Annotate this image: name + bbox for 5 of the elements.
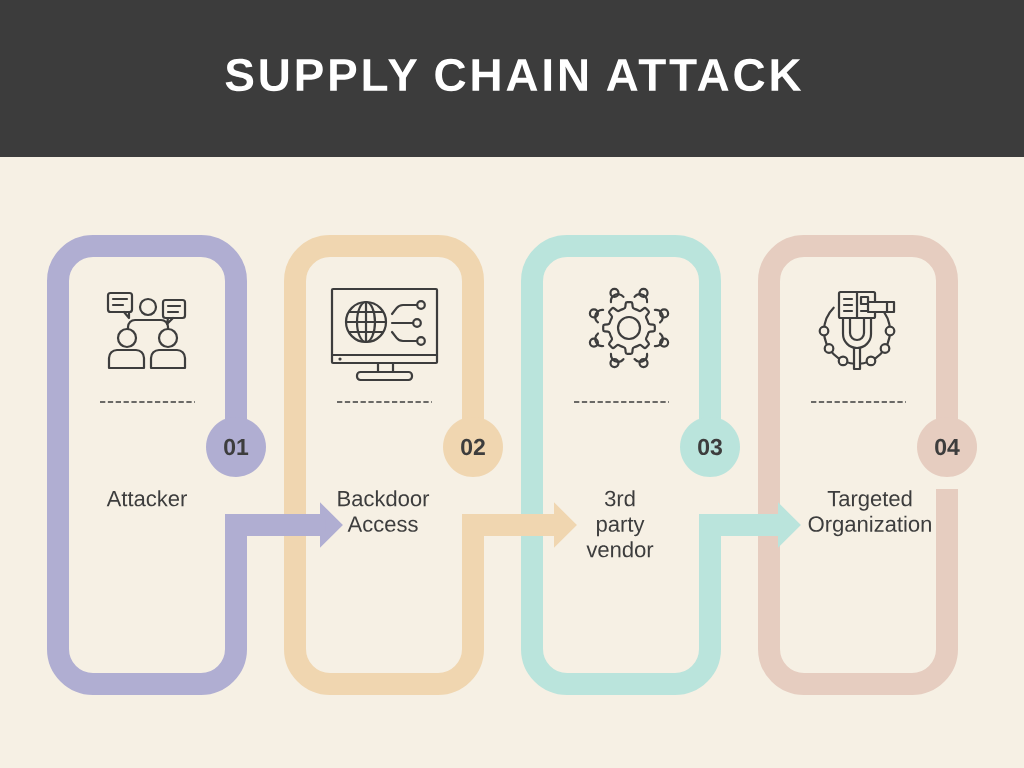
number-badge: 03: [680, 417, 740, 477]
number-badge: 01: [206, 417, 266, 477]
number-badge: 02: [443, 417, 503, 477]
header-banner: SUPPLY CHAIN ATTACK: [0, 0, 1024, 157]
number-badge: 04: [917, 417, 977, 477]
